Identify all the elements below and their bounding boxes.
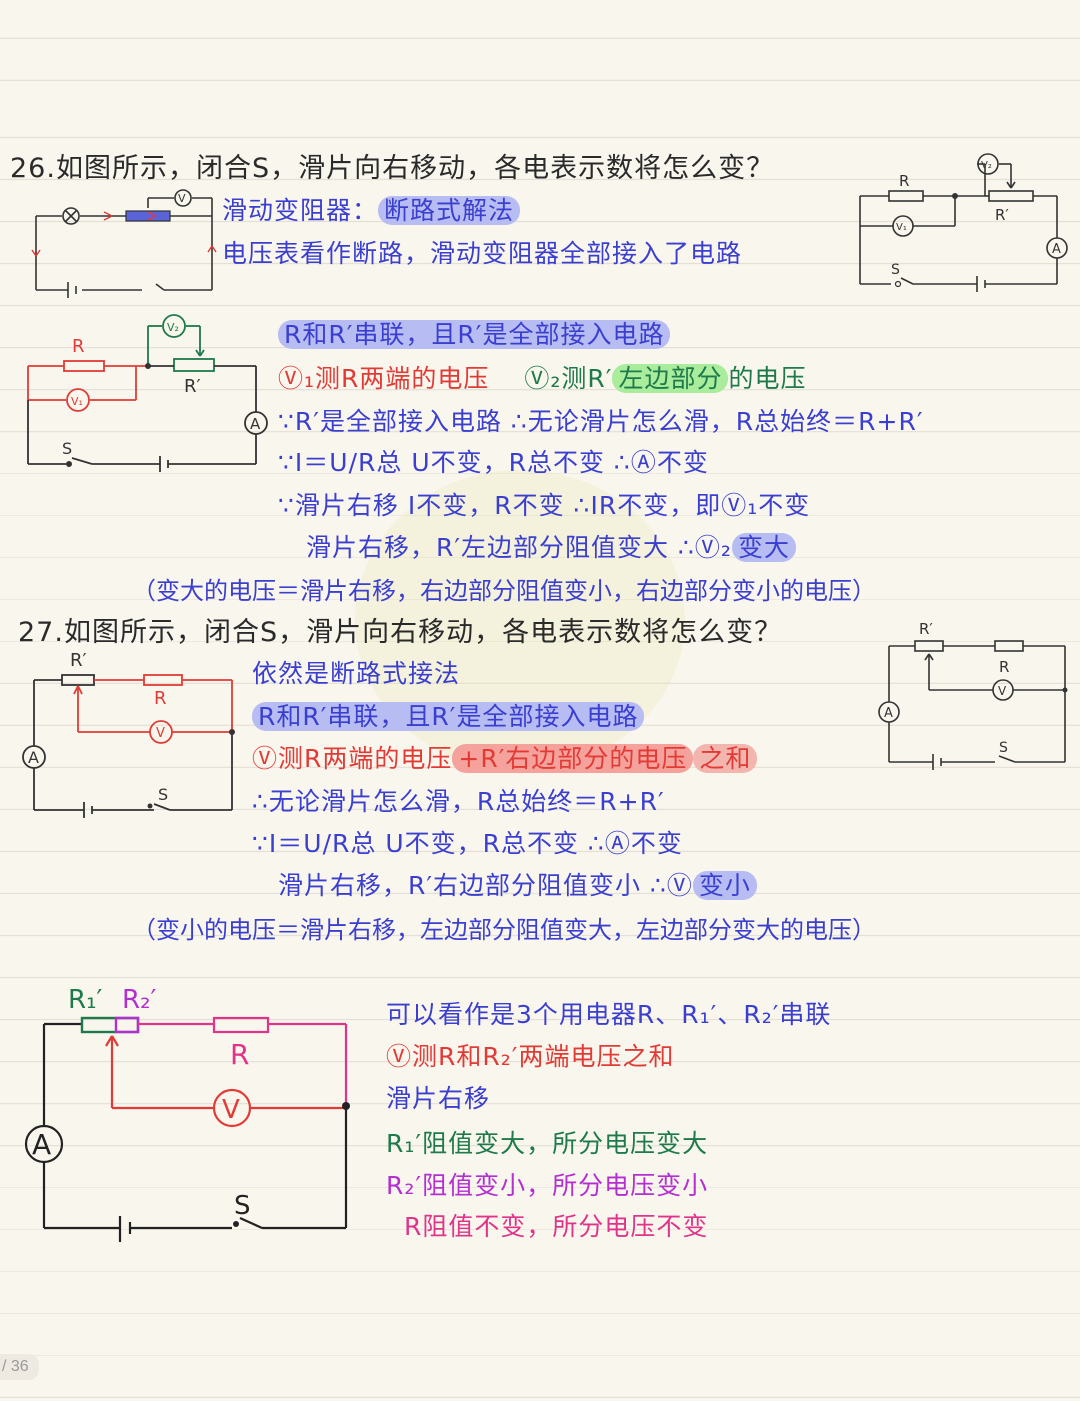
q26-ana-label-v2: V₂ xyxy=(167,321,179,334)
q26-orig-label-s: S xyxy=(891,262,900,278)
extra-circuit: R₁′ R₂′ R V A S xyxy=(24,985,350,1242)
q27-line3a: Ⓥ测R两端的电压 xyxy=(252,744,453,773)
extra-line3: 滑片右移 xyxy=(386,1084,491,1113)
q26-line2: 电压表看作断路，滑动变阻器全部接入了电路 xyxy=(222,239,743,268)
extra-label-r1: R₁′ xyxy=(68,985,102,1015)
q26-orig-label-r: R xyxy=(899,172,909,190)
q26-orig-label-rp: R′ xyxy=(995,206,1009,224)
extra-label-r: R xyxy=(230,1038,249,1071)
q27-ana-label-s: S xyxy=(158,785,168,804)
q26-line4b: Ⓥ₂测R′ xyxy=(524,364,613,393)
q27-orig-label-r: R xyxy=(999,658,1009,676)
q26-sketch-circuit: V xyxy=(31,189,217,298)
q26-ana-label-s: S xyxy=(62,439,72,458)
q27-ana-label-v: V xyxy=(156,726,165,741)
q26-line7: ∵滑片右移 I不变，R不变 ∴IR不变，即Ⓥ₁不变 xyxy=(278,491,811,520)
q26-sketch-v-label: V xyxy=(178,192,186,205)
q27-line4: ∴无论滑片怎么滑，R总始终＝R+R′ xyxy=(252,787,665,816)
q26-orig-label-v1: V₁ xyxy=(896,222,907,233)
q27-line6b: 变小 xyxy=(692,871,757,900)
q26-line9: （变大的电压＝滑片右移，右边部分阻值变小，右边部分变小的电压） xyxy=(132,577,876,605)
q26-orig-label-v2: V₂ xyxy=(981,160,992,171)
q27-line3b: +R′右边部分的电压 xyxy=(452,744,694,773)
q27-ana-label-a: A xyxy=(28,748,39,767)
q26-line4c: 左边部分 xyxy=(612,364,729,393)
q26-line8a: 滑片右移，R′左边部分阻值变大 ∴Ⓥ₂ xyxy=(306,533,732,562)
q27-analysis-circuit: R′ R V A S xyxy=(22,650,235,818)
q27-ana-label-rp: R′ xyxy=(70,650,87,671)
q26-title: 26.如图所示，闭合S，滑片向右移动，各电表示数将怎么变？ xyxy=(10,153,775,184)
q27-orig-label-a: A xyxy=(884,706,893,721)
q26-analysis-circuit: R R′ V₁ V₂ A S xyxy=(27,314,268,472)
q27-line7: （变小的电压＝滑片右移，左边部分阻值变大，左边部分变大的电压） xyxy=(132,916,876,944)
extra-line1: 可以看作是3个用电器R、R₁′、R₂′串联 xyxy=(386,1000,832,1029)
q26-ana-label-a: A xyxy=(250,415,261,433)
extra-line6: R阻值不变，所分电压不变 xyxy=(404,1212,709,1241)
q27-line3: Ⓥ测R两端的电压+R′右边部分的电压之和 xyxy=(252,742,758,776)
q27-ana-label-r: R xyxy=(154,688,167,709)
extra-label-s: S xyxy=(234,1191,251,1221)
page-indicator: / 36 xyxy=(0,1354,39,1380)
q26-line1b: 断路式解法 xyxy=(378,196,521,225)
q27-orig-label-s: S xyxy=(999,740,1008,756)
extra-line4: R₁′阻值变大，所分电压变大 xyxy=(386,1129,709,1158)
q26-line1a: 滑动变阻器： xyxy=(222,196,379,225)
q26-line3: R和R′串联，且R′是全部接入电路 xyxy=(278,320,671,349)
q27-title: 27.如图所示，闭合S，滑片向右移动，各电表示数将怎么变？ xyxy=(18,617,783,648)
extra-label-v: V xyxy=(222,1095,240,1125)
q27-line3c: 之和 xyxy=(693,744,758,773)
q26-line1: 滑动变阻器：断路式解法 xyxy=(222,194,521,228)
q27-line2: R和R′串联，且R′是全部接入电路 xyxy=(252,702,645,731)
q27-original-circuit: R′ R V A S xyxy=(878,620,1068,770)
q26-ana-label-r: R xyxy=(72,336,85,357)
extra-label-a: A xyxy=(32,1128,51,1161)
q26-ana-label-rp: R′ xyxy=(184,376,201,397)
q27-orig-label-v: V xyxy=(998,684,1007,698)
q26-ana-label-v1: V₁ xyxy=(71,395,83,408)
q26-line6: ∵I＝U/R总 U不变，R总不变 ∴Ⓐ不变 xyxy=(278,448,709,477)
extra-label-r2: R₂′ xyxy=(122,985,156,1015)
q26-line4: Ⓥ₁测R两端的电压 Ⓥ₂测R′左边部分的电压 xyxy=(278,362,806,396)
q26-original-circuit: R R′ V₁ V₂ A S xyxy=(859,153,1068,292)
q26-orig-label-a: A xyxy=(1052,242,1061,257)
q26-line5: ∵R′是全部接入电路 ∴无论滑片怎么滑，R总始终＝R+R′ xyxy=(278,407,924,436)
q26-line8b: 变大 xyxy=(731,533,796,562)
extra-line5: R₂′阻值变小，所分电压变小 xyxy=(386,1171,709,1200)
extra-line2: Ⓥ测R和R₂′两端电压之和 xyxy=(386,1042,675,1071)
q27-line5: ∵I＝U/R总 U不变，R总不变 ∴Ⓐ不变 xyxy=(252,829,683,858)
q26-line4d: 的电压 xyxy=(728,364,807,393)
q26-line4a: Ⓥ₁测R两端的电压 xyxy=(278,364,490,393)
q27-line6a: 滑片右移，R′右边部分阻值变小 ∴Ⓥ xyxy=(278,871,693,900)
q27-orig-label-rp: R′ xyxy=(919,620,933,638)
q27-line1: 依然是断路式接法 xyxy=(252,659,461,688)
